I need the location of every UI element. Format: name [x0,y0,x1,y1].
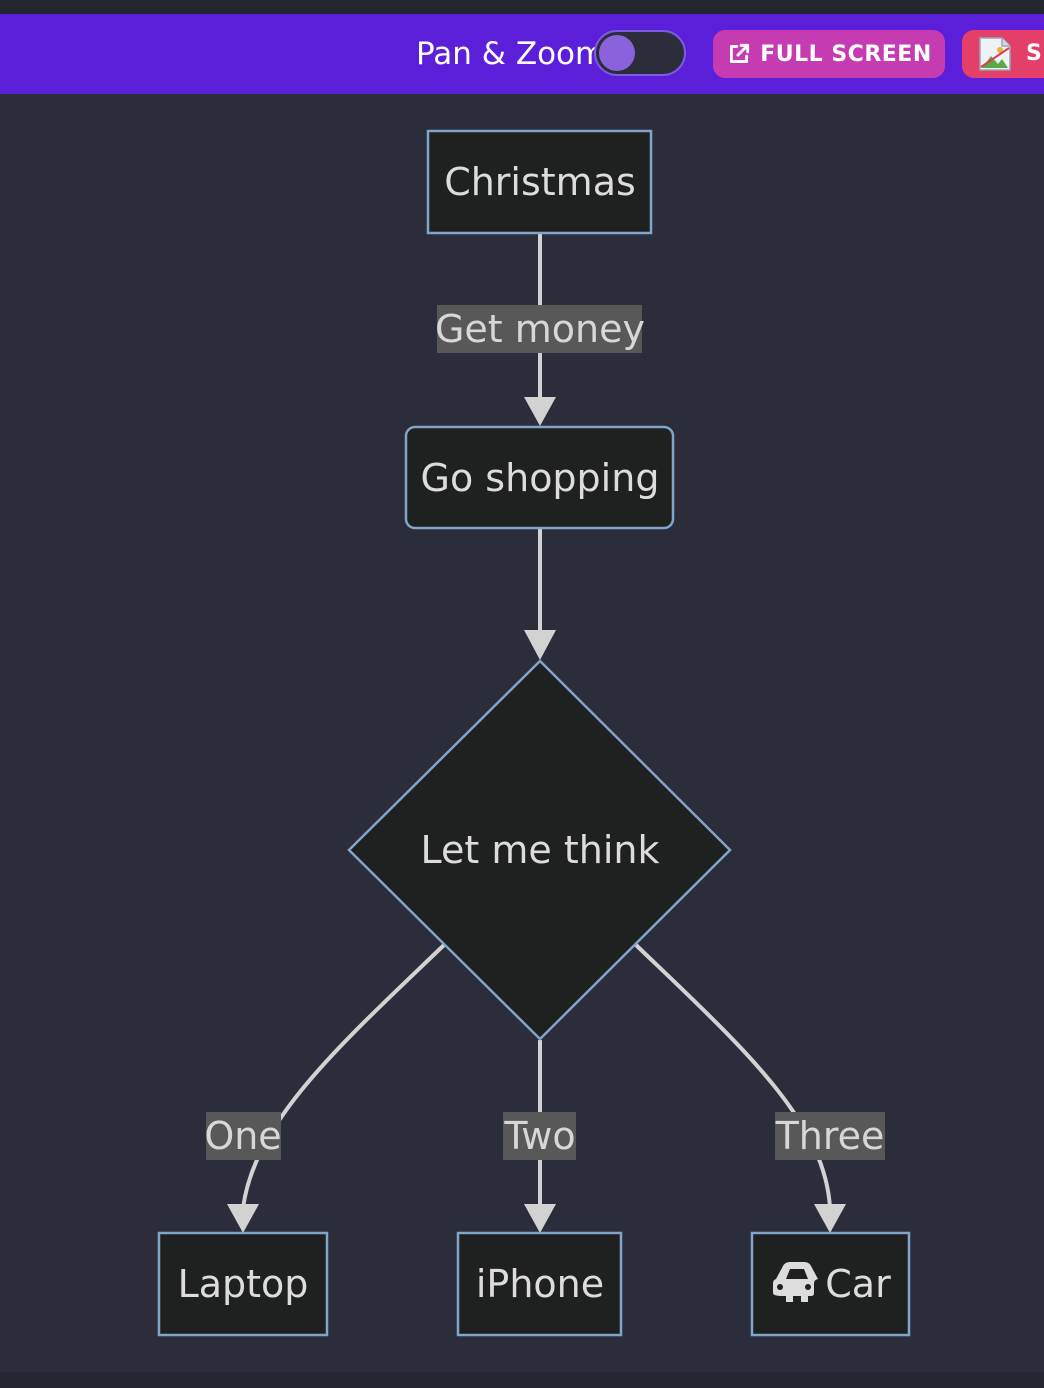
full-screen-button[interactable]: FULL SCREEN [713,30,945,78]
node-go-shopping[interactable]: Go shopping [404,425,675,530]
edge-shopping-to-decision [524,529,556,660]
node-label: Christmas [444,160,636,204]
node-label: Go shopping [421,456,660,500]
edge-label-text: Two [503,1114,575,1158]
pan-zoom-label: Pan & Zoom [416,36,606,72]
download-svg-button[interactable]: S [962,30,1044,78]
full-screen-label: FULL SCREEN [760,41,932,67]
edge-label-text: Three [775,1114,885,1158]
node-christmas[interactable]: Christmas [426,129,653,235]
edge-label-one: One [204,1112,282,1160]
edge-decision-to-laptop [227,943,446,1233]
node-iphone[interactable]: iPhone [456,1231,623,1337]
node-laptop[interactable]: Laptop [157,1231,329,1337]
edge-label-text: One [204,1114,281,1158]
car-icon [773,1262,818,1302]
node-label: iPhone [476,1262,604,1306]
bottom-strip [0,1372,1044,1388]
edge-label-text: Get money [435,307,645,351]
edge-label-get-money: Get money [435,305,645,353]
node-car[interactable]: Car [750,1231,911,1337]
node-let-me-think[interactable]: Let me think [347,659,732,1041]
broken-image-icon [979,37,1011,71]
node-label: Laptop [178,1262,309,1306]
edge-label-three: Three [775,1112,885,1160]
toggle-knob [599,35,635,71]
edge-label-two: Two [503,1112,576,1160]
pan-zoom-toggle[interactable] [594,30,686,76]
external-link-icon [730,43,750,63]
toolbar: Pan & Zoom FULL SCREEN S [0,14,1044,94]
node-label: Car [825,1262,891,1306]
edge-decision-to-car [634,943,846,1233]
top-strip [0,0,1044,14]
download-svg-label: S [1026,41,1042,66]
node-label: Let me think [421,828,660,872]
